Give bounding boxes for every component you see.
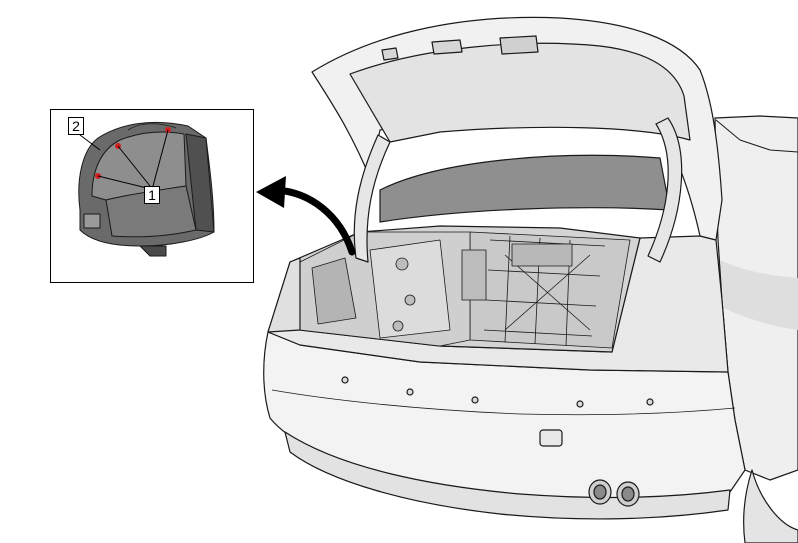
parking-sensor [341,376,349,384]
quarter-shade [720,260,798,330]
parking-sensor [471,396,479,404]
curved-arrow-icon [256,176,356,256]
exhaust-tips [588,479,640,507]
parking-sensor [406,388,414,396]
lid-handle [431,39,463,55]
callout-number-2: 2 [72,118,80,134]
callout-label-1: 1 [144,186,160,204]
parking-sensor [646,398,654,406]
lid-latch-recess [499,35,539,55]
callout-number-1: 1 [148,187,156,203]
callout-1-leaders [97,129,169,189]
parking-sensor [576,400,584,408]
right-hinge-arm [647,117,683,263]
rear-window-edge [715,119,798,153]
bumper-lower-valance [284,431,731,520]
rear-wheel-arch [743,469,798,543]
left-tail-lamp [267,257,301,333]
left-hinge-arm [353,134,391,263]
trunk-lid-lining [379,154,671,223]
lid-clip [381,47,399,61]
vehicle-rear [263,16,798,543]
left-trunk-wall [299,231,487,347]
trunk-floor [469,231,631,349]
bumper-crease [271,389,736,416]
callout-label-2: 2 [68,117,84,135]
trunk-lid-inner [349,42,691,143]
detail-inset: 1 2 [50,109,254,283]
tow-hook-cover [539,429,563,447]
callout-2-leader [79,134,101,151]
